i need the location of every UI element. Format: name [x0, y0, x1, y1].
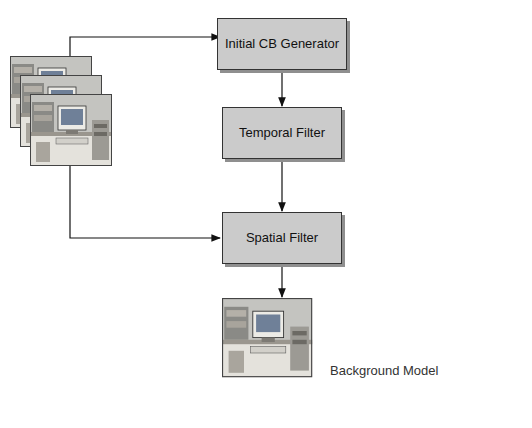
process-box: Spatial Filter [222, 212, 342, 264]
box-label: Spatial Filter [240, 230, 324, 246]
flow-arrow [281, 264, 282, 297]
input-frame [30, 94, 112, 166]
image-caption: Background Model [330, 363, 438, 378]
input-line [70, 166, 220, 238]
box-label: Temporal Filter [233, 125, 331, 141]
flow-arrow [281, 159, 282, 211]
input-line [70, 37, 220, 56]
flow-arrow [281, 70, 282, 106]
output-picture [222, 298, 312, 377]
box-label: Initial CB Generator [219, 36, 345, 52]
output-image: Background Model [222, 298, 462, 380]
process-box: Initial CB Generator [217, 18, 347, 70]
process-box: Temporal Filter [222, 107, 342, 159]
